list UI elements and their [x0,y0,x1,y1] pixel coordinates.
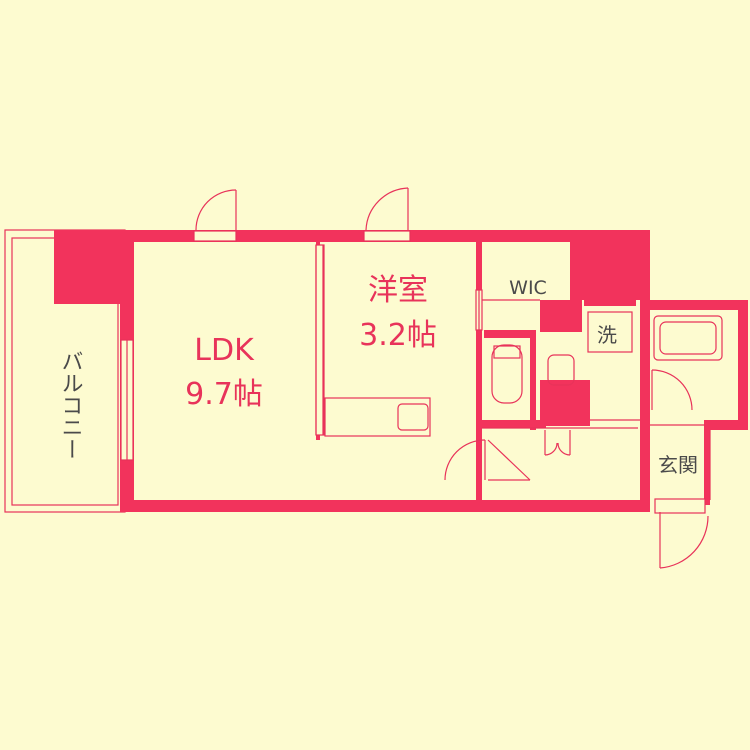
western-room-label: 洋室 [368,273,428,308]
western-room-size-label: 3.2帖 [359,318,437,353]
door-and-fixture-lines [120,187,723,569]
laundry-label: 洗 [597,323,617,347]
ldk-label: LDK [194,333,255,368]
entrance-label: 玄関 [658,453,698,477]
wic-label: WIC [509,277,547,299]
walls [54,230,748,512]
ldk-size-label: 9.7帖 [185,377,263,412]
balcony-label: バルコニー [58,350,83,460]
